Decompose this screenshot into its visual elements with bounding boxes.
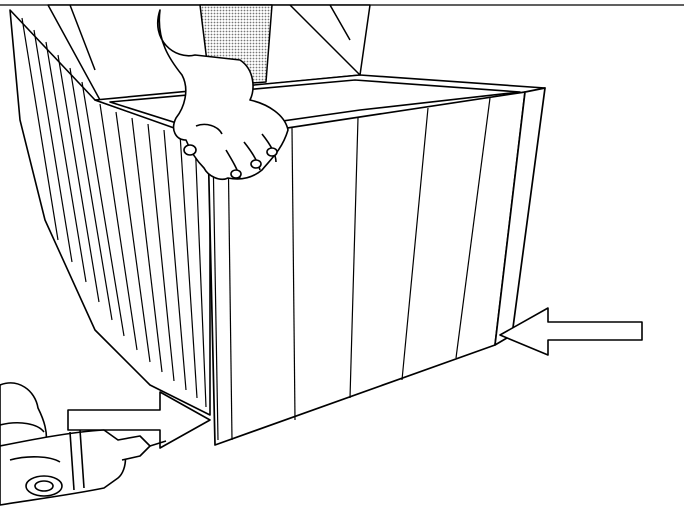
power-drill-icon bbox=[0, 383, 166, 505]
arrow-left-pointing-icon bbox=[500, 308, 642, 355]
